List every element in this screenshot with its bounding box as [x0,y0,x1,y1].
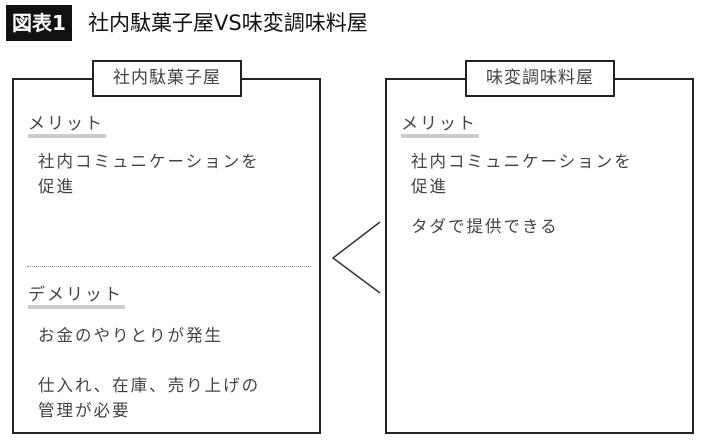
less-than-symbol [331,221,381,294]
figure-title: 社内駄菓子屋VS味変調味料屋 [88,11,368,35]
left-demerit-item: 仕入れ、在庫、売り上げの 管理が必要 [38,376,261,420]
right-merit-item: 社内コミュニケーションを 促進 [411,152,633,196]
right-merit-heading: メリット [401,114,479,138]
left-merit-item: 社内コミュニケーションを 促進 [38,152,260,196]
divider [27,266,311,267]
right-merit-item: タダで提供できる [411,217,559,236]
figure-badge: 図表1 [6,5,72,41]
left-demerit-heading: デメリット [28,285,125,309]
left-panel-label: 社内駄菓子屋 [92,60,242,97]
left-demerit-item: お金のやりとりが発生 [38,326,223,345]
right-panel-label: 味変調味料屋 [465,60,615,97]
left-merit-heading: メリット [28,114,106,138]
